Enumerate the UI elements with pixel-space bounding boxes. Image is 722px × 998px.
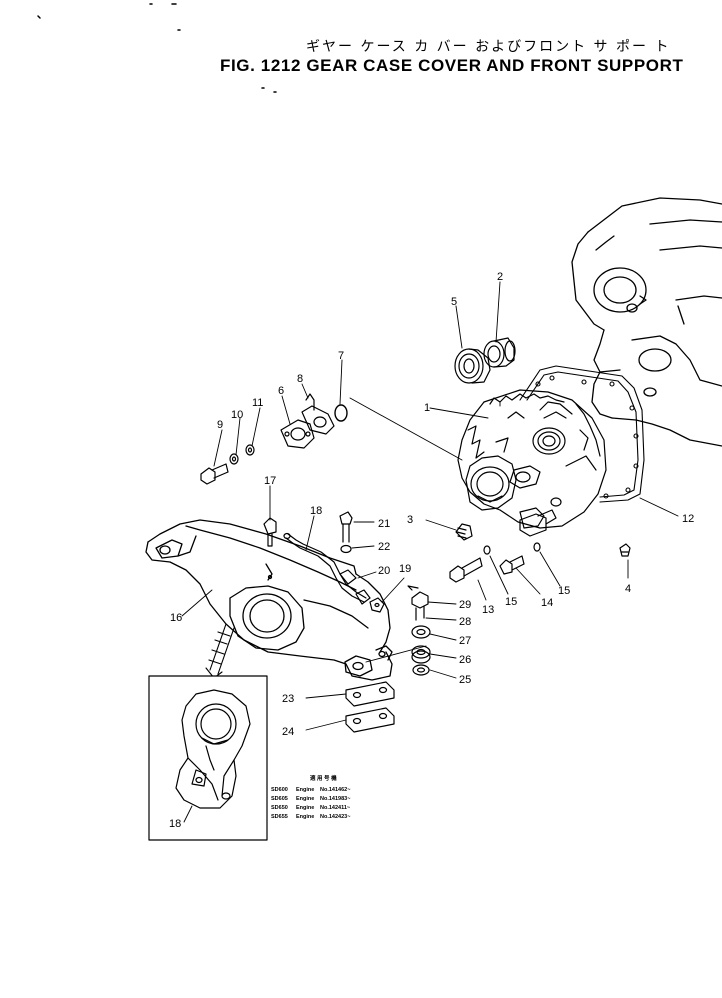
applicability-note: 適 用 号 機 SD600 Engine No.141462~ SD605 En… [271, 774, 350, 820]
callout-18-inset: 18 [169, 818, 181, 830]
drain-plug [619, 543, 631, 557]
shim-24 [345, 707, 395, 733]
washer-25 [412, 664, 430, 676]
cover-plate [280, 419, 315, 449]
bracket-tab [519, 509, 557, 537]
callout-12: 12 [682, 513, 694, 525]
applic-model-4: SD655 [271, 814, 288, 820]
callout-3: 3 [407, 514, 413, 526]
bolt-21 [339, 511, 353, 543]
long-bolt [449, 557, 483, 583]
washer-22 [340, 544, 352, 554]
washer [245, 444, 255, 456]
callout-2: 2 [497, 271, 503, 283]
applic-engine-2: Engine [296, 796, 314, 802]
plug [455, 523, 473, 541]
applic-model-2: SD605 [271, 796, 288, 802]
callout-4: 4 [625, 583, 631, 595]
callout-8: 8 [297, 373, 303, 385]
applic-number-1: No.141462~ [320, 787, 350, 793]
bolt-short [499, 555, 525, 575]
callout-21: 21 [378, 518, 390, 530]
oil-seal [454, 348, 491, 384]
callout-16: 16 [170, 612, 182, 624]
applicability-heading: 適 用 号 機 [310, 774, 337, 782]
callout-20: 20 [378, 565, 390, 577]
callout-15a: 15 [505, 596, 517, 608]
nut-27 [411, 625, 431, 639]
oil-pipe [283, 532, 371, 605]
callout-27: 27 [459, 635, 471, 647]
callout-18: 18 [310, 505, 322, 517]
union-fitting [369, 597, 385, 613]
callouts: 1 2 3 4 5 6 7 8 9 10 11 12 13 14 15 15 1… [169, 271, 694, 830]
callout-1: 1 [424, 402, 430, 414]
washer-small [483, 542, 541, 555]
callout-25: 25 [459, 674, 471, 686]
leader-lines [181, 281, 679, 823]
applic-number-2: No.141983~ [320, 796, 350, 802]
callout-19: 19 [399, 563, 411, 575]
front-support [145, 519, 393, 681]
callout-11: 11 [252, 397, 263, 409]
callout-29: 29 [459, 599, 471, 611]
engine-block-outline [571, 197, 722, 447]
callout-7: 7 [338, 350, 344, 362]
spacer-26 [411, 645, 431, 664]
callout-26: 26 [459, 654, 471, 666]
lock-washer [229, 453, 239, 465]
breather-fitting [301, 393, 335, 435]
stud-bolt [407, 585, 429, 621]
applic-number-3: No.142411~ [320, 805, 350, 811]
callout-28: 28 [459, 616, 471, 628]
callout-10: 10 [231, 409, 243, 421]
applic-engine-3: Engine [296, 805, 314, 811]
applic-number-4: No.142423~ [320, 814, 350, 820]
callout-14: 14 [541, 597, 553, 609]
inset-detail-box [148, 675, 268, 841]
callout-6: 6 [278, 385, 284, 397]
callout-13: 13 [482, 604, 494, 616]
gear-case-cover [457, 389, 607, 529]
callout-24: 24 [282, 726, 294, 738]
gear-case-gasket [519, 365, 645, 503]
bushing [483, 337, 516, 368]
applic-engine-4: Engine [296, 814, 314, 820]
reference-arrow [205, 623, 235, 679]
callout-17: 17 [264, 475, 276, 487]
o-ring [334, 404, 348, 422]
callout-5: 5 [451, 296, 457, 308]
applic-model-3: SD650 [271, 805, 288, 811]
callout-9: 9 [217, 419, 223, 431]
callout-15b: 15 [558, 585, 570, 597]
shim-23 [345, 681, 395, 707]
applic-model-1: SD600 [271, 787, 288, 793]
scan-specks [37, 3, 277, 93]
figure-title-japanese: ギヤー ケース カ バー およびフロント サ ポー ト [306, 39, 671, 55]
bolt [200, 463, 229, 485]
applic-engine-1: Engine [296, 787, 314, 793]
figure-title: FIG. 1212 GEAR CASE COVER AND FRONT SUPP… [220, 56, 684, 75]
callout-22: 22 [378, 541, 390, 553]
elbow-fitting [263, 517, 277, 547]
callout-23: 23 [282, 693, 294, 705]
connector [339, 569, 357, 585]
